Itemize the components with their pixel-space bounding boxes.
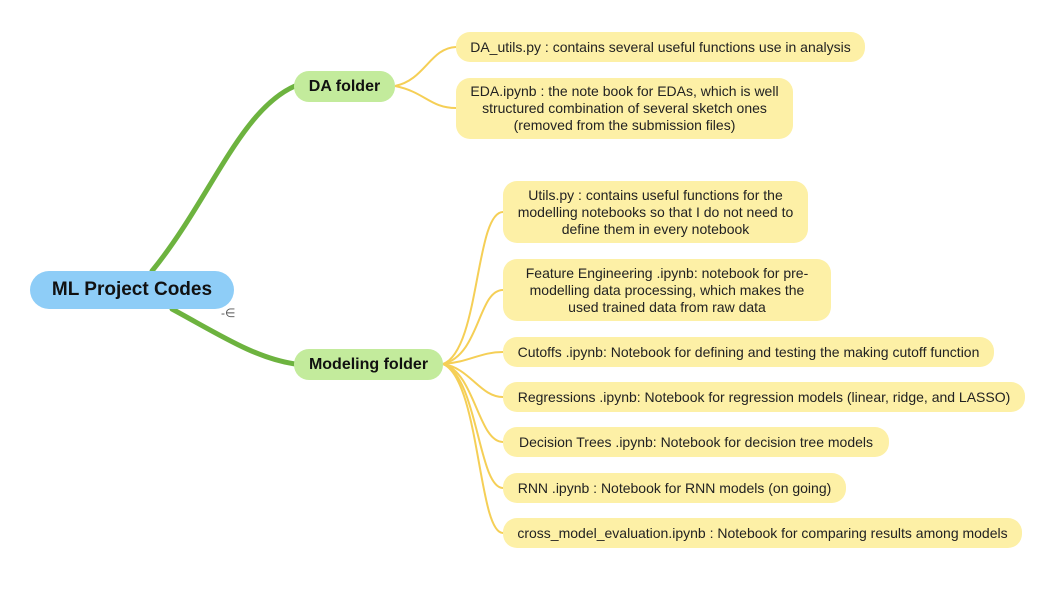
connector-modeling-leaf-2 (442, 289, 504, 365)
leaf-cross-model-evaluation[interactable]: cross_model_evaluation.ipynb : Notebook … (503, 518, 1022, 548)
leaf-feature-engineering[interactable]: Feature Engineering .ipynb: notebook for… (503, 259, 831, 321)
connector-modeling-leaf-4 (442, 363, 504, 398)
connector-modeling-leaf-3 (442, 351, 504, 365)
connector-modeling-leaf-5 (442, 363, 504, 443)
branch-modeling-folder[interactable]: Modeling folder (294, 349, 443, 380)
leaf-rnn[interactable]: RNN .ipynb : Notebook for RNN models (on… (503, 473, 846, 503)
branch-da-folder[interactable]: DA folder (294, 71, 395, 102)
connector-root-modeling-folder (169, 306, 298, 367)
leaf-regressions[interactable]: Regressions .ipynb: Notebook for regress… (503, 382, 1025, 412)
connector-modeling-leaf-6 (442, 363, 504, 489)
connector-modeling-leaf-7 (442, 363, 504, 534)
connector-da-leaf-1 (394, 46, 457, 87)
connector-modeling-leaf-1 (442, 211, 504, 365)
leaf-eda-notebook[interactable]: EDA.ipynb : the note book for EDAs, whic… (456, 78, 793, 139)
leaf-utils[interactable]: Utils.py : contains useful functions for… (503, 181, 808, 243)
leaf-decision-trees[interactable]: Decision Trees .ipynb: Notebook for deci… (503, 427, 889, 457)
collapse-toggle-icon[interactable]: -∈ (221, 306, 236, 320)
connector-root-da-folder (149, 83, 298, 274)
leaf-cutoffs[interactable]: Cutoffs .ipynb: Notebook for defining an… (503, 337, 994, 367)
root-node[interactable]: ML Project Codes (30, 271, 234, 309)
leaf-da-utils[interactable]: DA_utils.py : contains several useful fu… (456, 32, 865, 62)
connector-da-leaf-2 (394, 85, 457, 109)
